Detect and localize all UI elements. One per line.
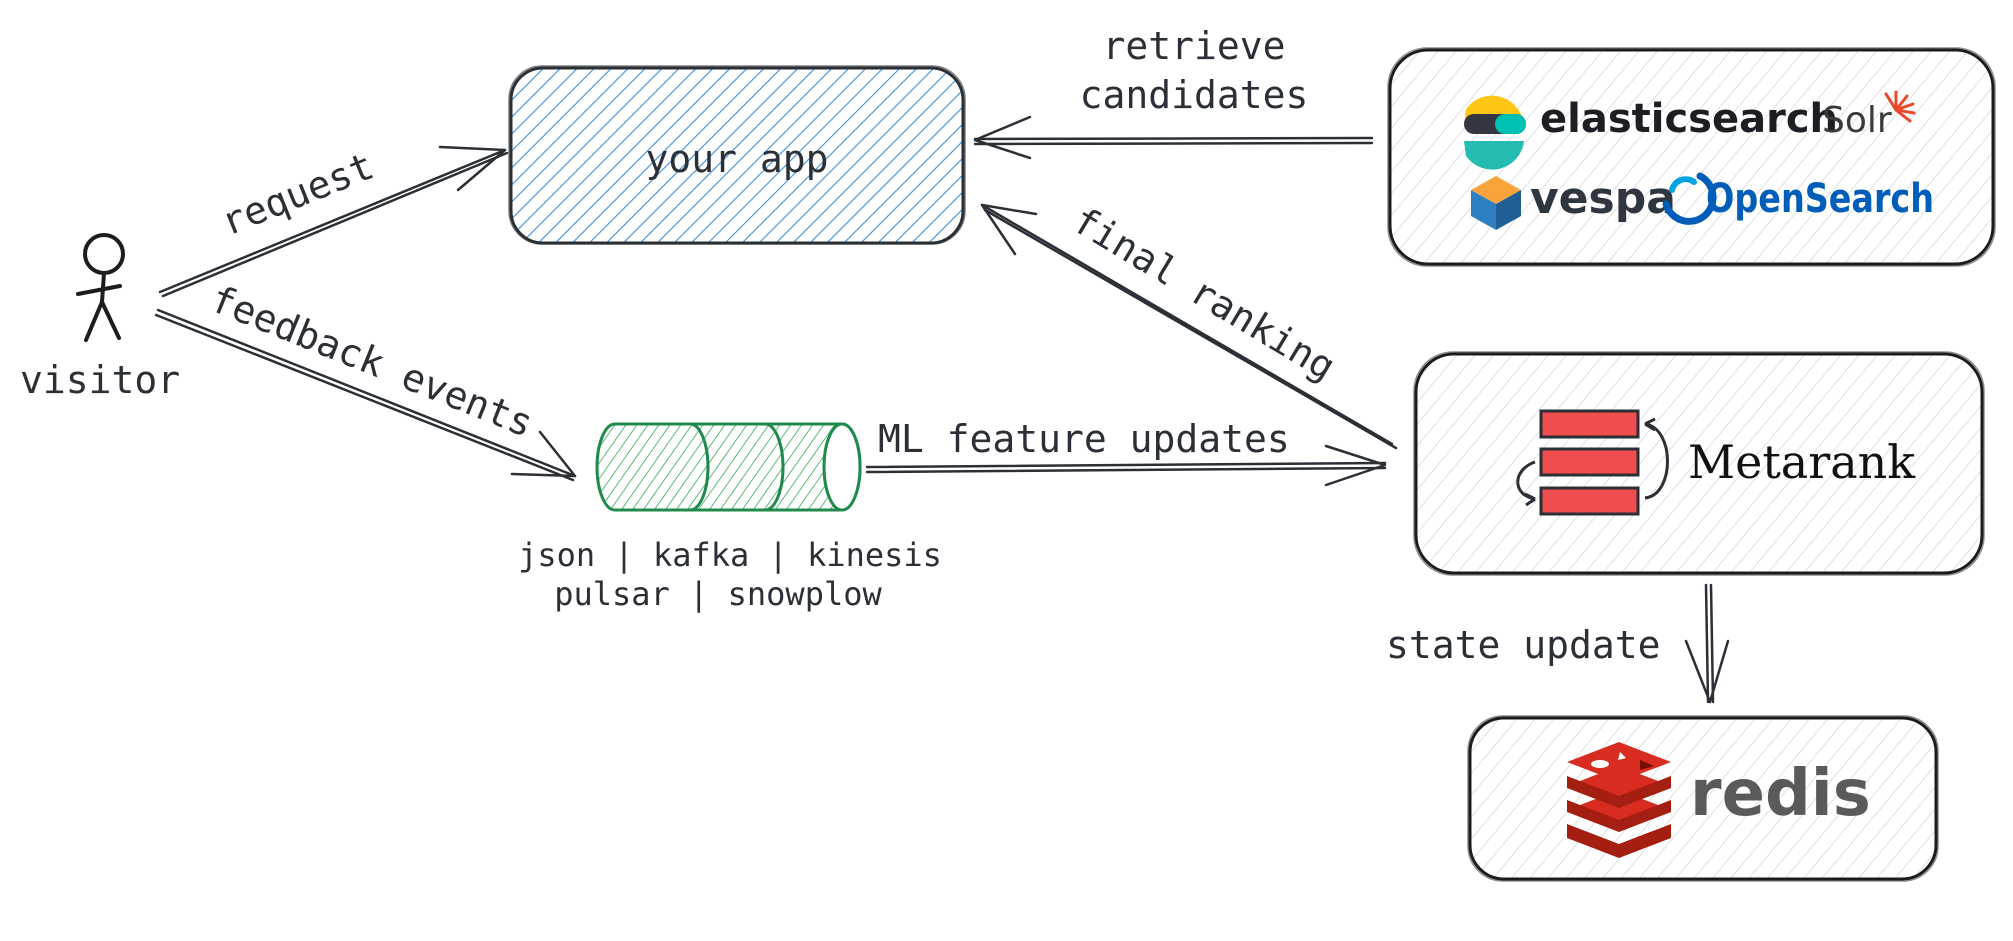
vespa-logo-text: vespa (1530, 173, 1676, 224)
vespa-logo-icon (1471, 176, 1521, 230)
event-queue-node (595, 422, 862, 512)
opensearch-logo-icon (1662, 172, 1717, 225)
ml-updates-arrow (865, 444, 1387, 487)
state-update-arrow (1684, 583, 1730, 704)
elasticsearch-logo-text: elasticsearch (1540, 96, 1838, 142)
queue-label-line2: pulsar | snowplow (554, 575, 882, 613)
solr-logo-text: Solr (1822, 100, 1892, 141)
request-label: request (215, 144, 380, 245)
solr-sun-icon (1884, 90, 1916, 123)
redis-logo-icon (1567, 742, 1671, 858)
redis-node: redis (1467, 715, 1939, 882)
metarank-label: Metarank (1688, 435, 1916, 489)
final-ranking-label: final ranking (1065, 198, 1343, 389)
feedback-events-label: feedback events (205, 277, 540, 446)
search-engines-node: elasticsearch Solr vespa OpenSearch (1387, 47, 1996, 267)
app-label: your app (645, 137, 828, 181)
state-update-label: state update (1386, 623, 1661, 667)
opensearch-logo-text: OpenSearch (1706, 176, 1934, 222)
feedback-arrow (154, 308, 577, 482)
visitor-figure (76, 233, 125, 342)
retrieve-arrow (973, 115, 1374, 160)
redis-logo-text: redis (1690, 757, 1871, 831)
queue-label-line1: json | kafka | kinesis (518, 536, 942, 574)
app-node: your app (508, 65, 966, 245)
metarank-node: Metarank (1413, 351, 1985, 576)
elasticsearch-logo-icon (1464, 95, 1526, 170)
request-arrow (158, 145, 509, 298)
metarank-logo-icon (1516, 409, 1669, 516)
retrieve-label-line2: candidates (1080, 73, 1309, 117)
retrieve-label-line1: retrieve (1102, 24, 1285, 68)
ml-feature-updates-label: ML feature updates (878, 417, 1290, 461)
visitor-label: visitor (20, 358, 180, 402)
final-ranking-arrow (980, 203, 1398, 450)
visitor-head-icon (83, 233, 125, 275)
